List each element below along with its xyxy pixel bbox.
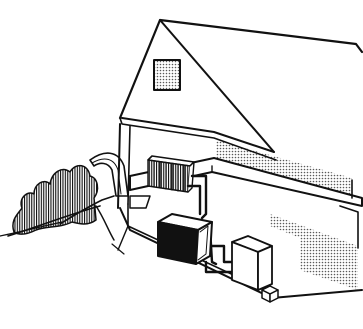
shrubbery xyxy=(0,166,100,236)
boiler-tank xyxy=(158,214,212,264)
attic-window xyxy=(154,60,180,90)
wall-heater-unit xyxy=(232,236,272,290)
small-pump-box xyxy=(262,286,278,302)
